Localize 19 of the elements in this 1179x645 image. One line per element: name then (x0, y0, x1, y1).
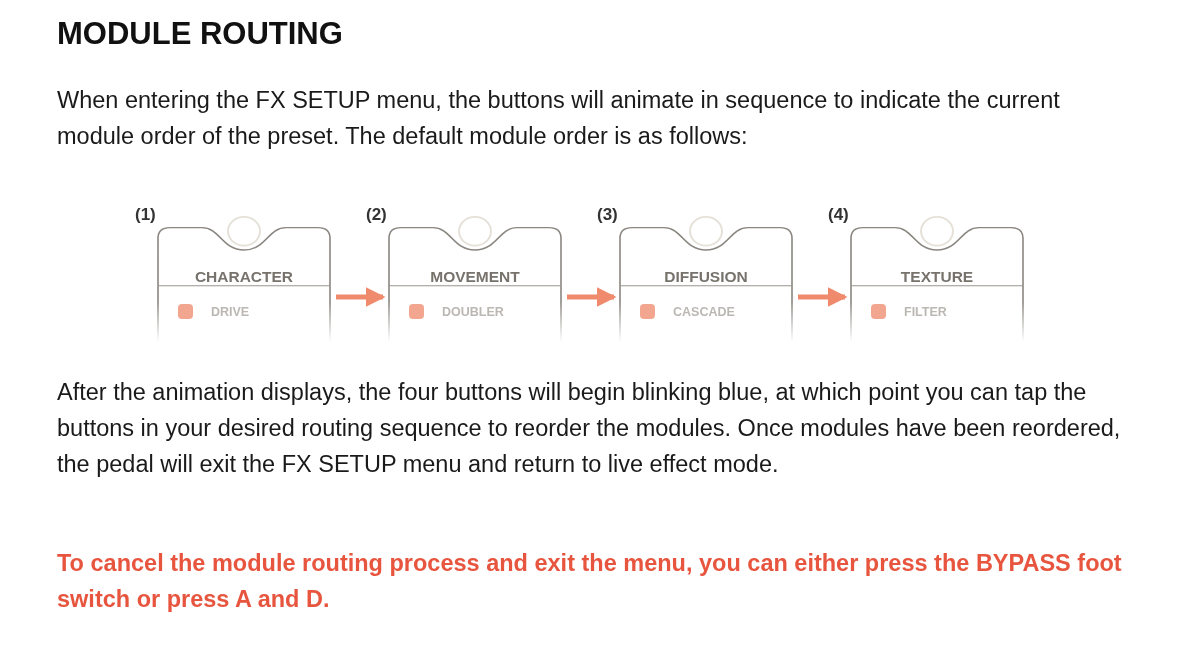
paragraph: After the animation displays, the four buttons will begin blinking blue, at which point you can tap the buttons in your desired routing sequence to reorder the modules. Once modules have been reordered, the pedal will exit the FX SETUP menu and return to live effect mode. (57, 378, 1122, 479)
effect-name: CASCADE (673, 304, 735, 319)
effect-name: DRIVE (211, 304, 250, 319)
page-title: MODULE ROUTING (57, 16, 343, 52)
arrow (567, 287, 617, 307)
step-number: (1) (135, 205, 156, 225)
paragraph: When entering the FX SETUP menu, the buttons will animate in sequence to indicate the current module order of the preset. The default module order is as follows: (57, 86, 1061, 151)
arrow (336, 287, 386, 307)
step-number: (2) (366, 205, 387, 225)
arrow (798, 287, 848, 307)
module-name: TEXTURE (899, 268, 975, 286)
effect-name: FILTER (904, 304, 947, 319)
module-name: MOVEMENT (429, 268, 521, 286)
effect-name: DOUBLER (442, 304, 504, 319)
warning-paragraph: To cancel the module routing process and exit the menu, you can either press the BYPASS foot switch or press A and D. (57, 549, 1123, 614)
step-number: (3) (597, 205, 618, 225)
module-name: DIFFUSION (663, 268, 749, 286)
step-number: (4) (828, 205, 849, 225)
module-name: CHARACTER (193, 268, 295, 286)
